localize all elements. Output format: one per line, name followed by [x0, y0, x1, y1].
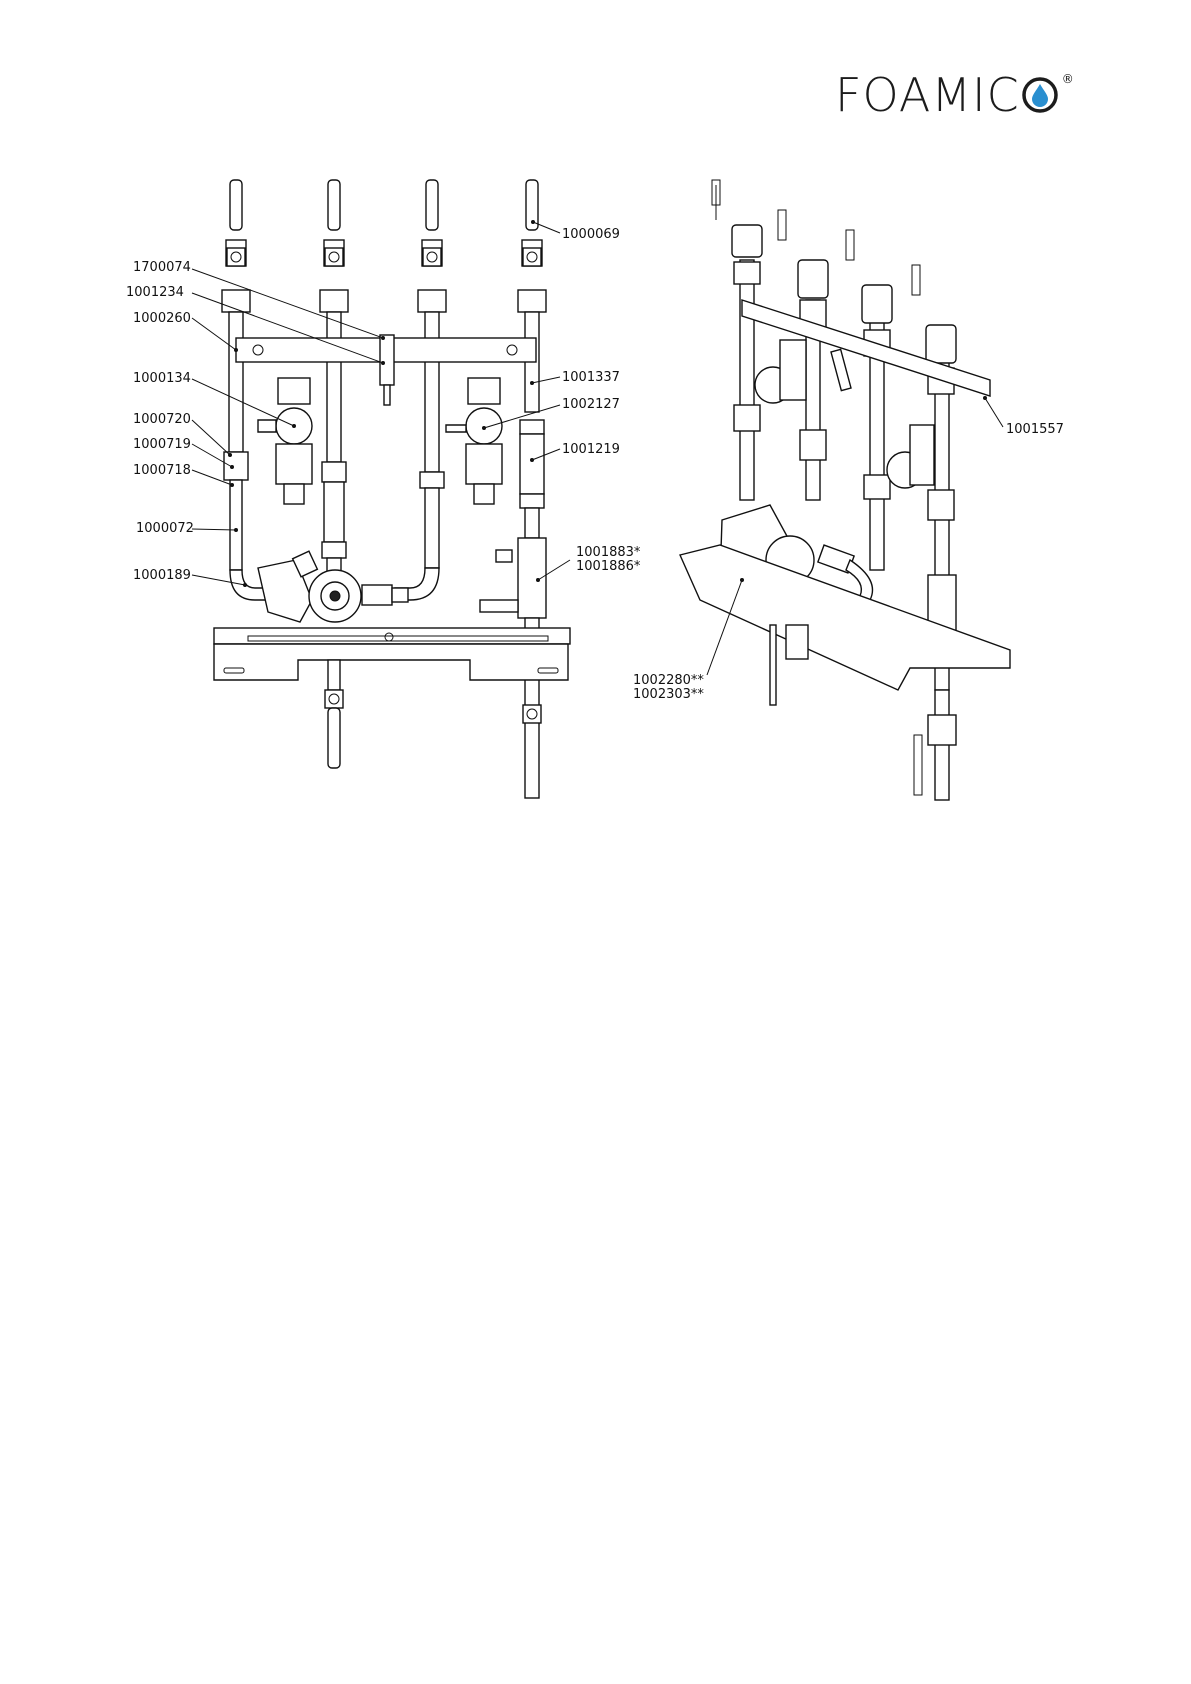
label-1000718: 1000718: [133, 463, 191, 478]
front-view-leaders: [192, 220, 570, 587]
isometric-view: [680, 180, 1010, 800]
label-1001886: 1001886*: [576, 559, 641, 574]
label-1001337: 1001337: [562, 370, 620, 385]
label-1000189: 1000189: [133, 568, 191, 583]
label-1001557: 1001557: [1006, 422, 1064, 437]
label-1000134: 1000134: [133, 371, 191, 386]
label-1001219: 1001219: [562, 442, 620, 457]
label-1700074: 1700074: [133, 260, 191, 275]
label-1001883: 1001883*: [576, 545, 641, 560]
front-view: [214, 180, 570, 798]
label-1000719: 1000719: [133, 437, 191, 452]
label-1000260: 1000260: [133, 311, 191, 326]
label-1000072: 1000072: [136, 521, 194, 536]
label-1000720: 1000720: [133, 412, 191, 427]
label-1001234: 1001234: [126, 285, 184, 300]
label-1000069: 1000069: [562, 227, 620, 242]
label-1002127: 1002127: [562, 397, 620, 412]
label-1002280: 1002280**: [633, 673, 704, 688]
label-1002303: 1002303**: [633, 687, 704, 702]
